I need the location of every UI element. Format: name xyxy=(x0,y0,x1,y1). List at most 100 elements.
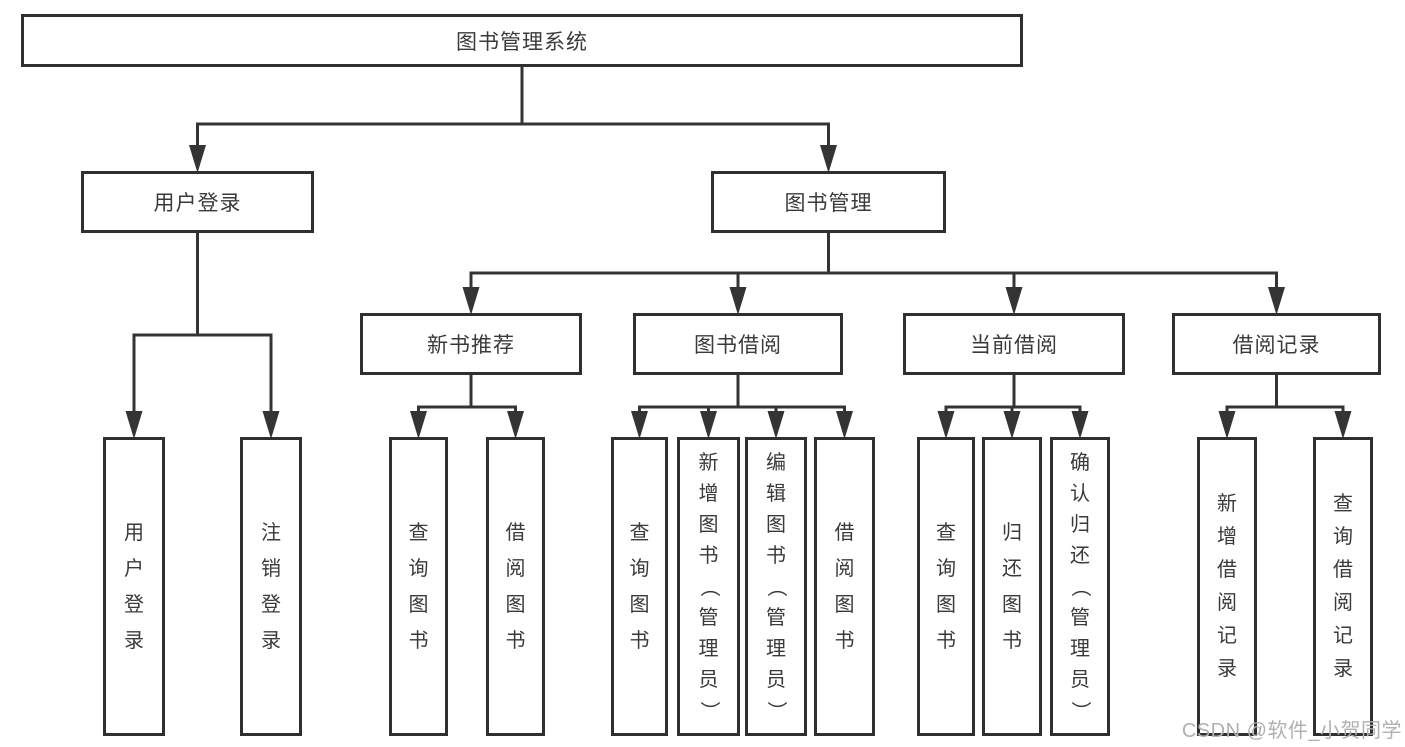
node-leaf-query-book-2: 查询图书 xyxy=(611,437,668,736)
node-label: 当前借阅 xyxy=(970,334,1058,357)
vertical-paren-glyph: （ xyxy=(697,576,720,597)
vertical-char-glyph: 图 xyxy=(505,593,526,616)
vertical-char-glyph: 询 xyxy=(1333,526,1353,548)
vertical-char-glyph: 注 xyxy=(261,521,281,544)
node-label: 新增借阅记录 xyxy=(1200,440,1254,733)
vertical-char-glyph: 图 xyxy=(629,593,650,616)
vertical-char-glyph: 记 xyxy=(1333,625,1353,647)
vertical-char-glyph: 查 xyxy=(408,521,429,544)
vertical-paren-glyph: （ xyxy=(765,576,787,597)
vertical-char-glyph: 书 xyxy=(698,544,719,567)
node-leaf-confirm-return: 确认归还 （ 管理员 ） xyxy=(1050,437,1110,736)
vertical-char-glyph: 新 xyxy=(698,451,719,474)
vertical-char-glyph: 归 xyxy=(1070,513,1090,536)
node-label: 图书管理 xyxy=(784,192,873,215)
node-label: 归还图书 xyxy=(985,440,1039,733)
node-label: 注销登录 xyxy=(243,440,299,733)
node-label: 查询借阅记录 xyxy=(1316,440,1370,733)
node-label: 借阅图书 xyxy=(817,440,872,733)
vertical-char-glyph: 增 xyxy=(1217,526,1237,548)
vertical-char-glyph: 书 xyxy=(1002,629,1022,652)
vertical-char-glyph: 阅 xyxy=(505,557,526,580)
vertical-char-glyph: 查 xyxy=(629,521,650,544)
vertical-char-glyph: 增 xyxy=(698,482,719,505)
node-label: 查询图书 xyxy=(614,440,665,733)
vertical-char-glyph: 书 xyxy=(834,629,855,652)
vertical-char-glyph: 询 xyxy=(629,557,650,580)
vertical-char-glyph: 确 xyxy=(1070,451,1090,474)
vertical-char-glyph: 理 xyxy=(1070,637,1090,660)
vertical-paren-glyph: ） xyxy=(697,700,720,721)
vertical-char-glyph: 认 xyxy=(1070,482,1090,505)
vertical-paren-glyph: ） xyxy=(1069,700,1091,721)
node-label: 图书管理系统 xyxy=(456,30,588,54)
vertical-char-glyph: 书 xyxy=(408,629,429,652)
vertical-char-glyph: 记 xyxy=(1217,625,1237,647)
vertical-char-glyph: 阅 xyxy=(834,557,855,580)
vertical-char-glyph: 录 xyxy=(261,629,281,652)
node-label: 确认归还 （ 管理员 ） xyxy=(1053,440,1107,733)
vertical-char-glyph: 理 xyxy=(766,637,786,660)
vertical-char-glyph: 图 xyxy=(698,513,719,536)
vertical-char-glyph: 录 xyxy=(1333,658,1353,680)
vertical-paren-glyph: （ xyxy=(1069,576,1091,597)
vertical-char-glyph: 理 xyxy=(698,637,719,660)
vertical-char-glyph: 阅 xyxy=(1333,592,1353,614)
vertical-char-glyph: 借 xyxy=(1217,559,1237,581)
node-leaf-user-login: 用户登录 xyxy=(103,437,165,736)
vertical-char-glyph: 录 xyxy=(124,629,144,652)
vertical-paren-glyph: ） xyxy=(765,700,787,721)
vertical-char-glyph: 阅 xyxy=(1217,592,1237,614)
node-label: 借阅图书 xyxy=(489,440,542,733)
vertical-char-glyph: 图 xyxy=(936,593,956,616)
vertical-char-glyph: 归 xyxy=(1002,521,1022,544)
node-label: 编辑图书（管理员） xyxy=(748,440,804,733)
vertical-char-glyph: 户 xyxy=(124,557,144,580)
vertical-char-glyph: 编 xyxy=(766,451,786,474)
node-label: 用户登录 xyxy=(153,192,242,215)
vertical-char-glyph: 还 xyxy=(1070,544,1090,567)
node-leaf-logout: 注销登录 xyxy=(240,437,302,736)
node-borrow-records: 借阅记录 xyxy=(1172,313,1381,375)
vertical-char-glyph: 还 xyxy=(1002,557,1022,580)
vertical-char-glyph: 辑 xyxy=(766,482,786,505)
vertical-char-glyph: 借 xyxy=(834,521,855,544)
vertical-char-glyph: 用 xyxy=(124,521,144,544)
vertical-char-glyph: 图 xyxy=(408,593,429,616)
vertical-char-glyph: 图 xyxy=(766,513,786,536)
vertical-char-glyph: 询 xyxy=(936,557,956,580)
vertical-char-glyph: 查 xyxy=(1333,493,1353,515)
vertical-char-glyph: 图 xyxy=(1002,593,1022,616)
vertical-char-glyph: 登 xyxy=(124,593,144,616)
node-book-borrow: 图书借阅 xyxy=(633,313,843,375)
node-leaf-borrow-book-1: 借阅图书 xyxy=(486,437,545,736)
vertical-char-glyph: 查 xyxy=(936,521,956,544)
vertical-char-glyph: 登 xyxy=(261,593,281,616)
vertical-char-glyph: 借 xyxy=(505,521,526,544)
vertical-char-glyph: 员 xyxy=(698,668,719,691)
vertical-char-glyph: 书 xyxy=(936,629,956,652)
vertical-char-glyph: 书 xyxy=(505,629,526,652)
node-label: 用户登录 xyxy=(106,440,162,733)
node-leaf-edit-book: 编辑图书（管理员） xyxy=(745,437,807,736)
node-new-book-rec: 新书推荐 xyxy=(360,313,582,375)
node-root: 图书管理系统 xyxy=(21,14,1023,67)
node-book-mgmt: 图书管理 xyxy=(711,171,946,233)
node-leaf-query-record: 查询借阅记录 xyxy=(1313,437,1373,736)
node-label: 新增图书（管理员） xyxy=(680,440,737,733)
node-label: 查询图书 xyxy=(392,440,445,733)
vertical-char-glyph: 管 xyxy=(766,606,786,629)
node-leaf-borrow-book-2: 借阅图书 xyxy=(814,437,875,736)
vertical-char-glyph: 员 xyxy=(1070,668,1090,691)
vertical-char-glyph: 管 xyxy=(1070,606,1090,629)
node-label: 新书推荐 xyxy=(427,334,515,357)
node-user-login: 用户登录 xyxy=(81,171,314,233)
vertical-char-glyph: 询 xyxy=(408,557,429,580)
node-leaf-query-book-1: 查询图书 xyxy=(389,437,448,736)
vertical-char-glyph: 新 xyxy=(1217,493,1237,515)
vertical-char-glyph: 书 xyxy=(629,629,650,652)
vertical-char-glyph: 销 xyxy=(261,557,281,580)
node-current-borrow: 当前借阅 xyxy=(903,313,1125,375)
